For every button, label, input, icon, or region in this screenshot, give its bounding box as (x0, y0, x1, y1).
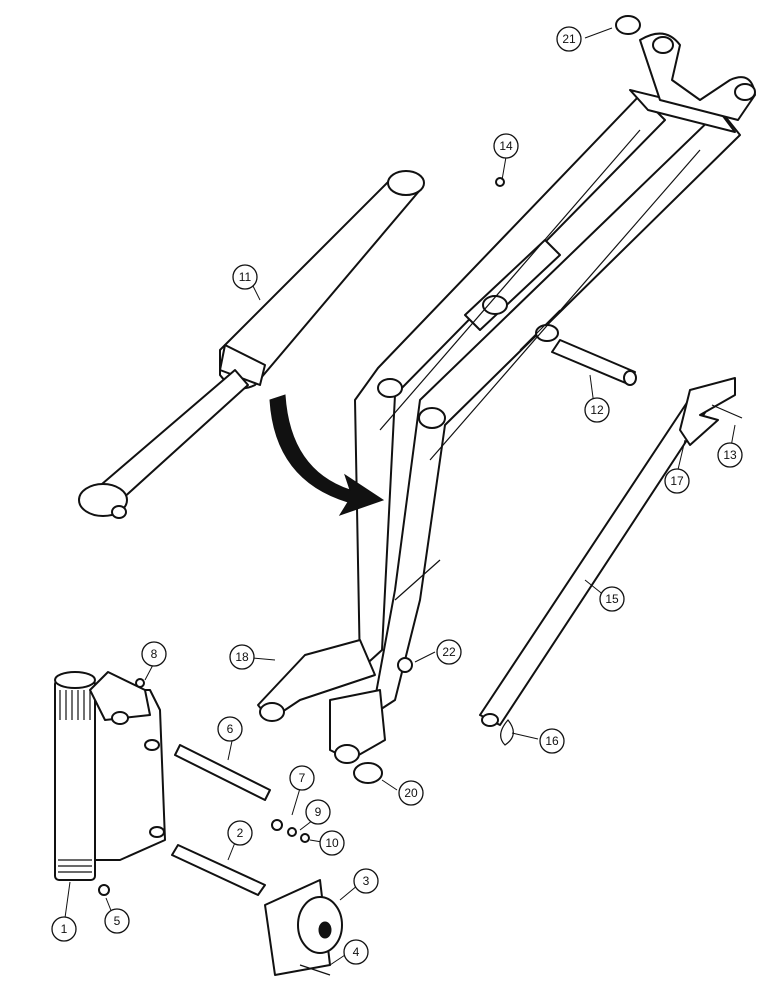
svg-text:16: 16 (545, 734, 559, 748)
svg-text:10: 10 (325, 836, 339, 850)
callout-11: 11 (232, 264, 258, 290)
callout-7: 7 (289, 765, 315, 791)
link-rod-15 (479, 394, 711, 726)
callout-2: 2 (227, 820, 253, 846)
install-arrow (269, 394, 385, 516)
callout-3: 3 (353, 868, 379, 894)
svg-text:12: 12 (590, 403, 604, 417)
callout-6: 6 (217, 716, 243, 742)
callout-18: 18 (229, 644, 255, 670)
callout-13: 13 (717, 442, 743, 468)
retainer-3 (264, 879, 343, 976)
fitting-14 (495, 177, 505, 187)
callout-5: 5 (104, 908, 130, 934)
bushing-21 (615, 15, 641, 35)
washer-9 (287, 827, 297, 837)
svg-text:2: 2 (237, 826, 244, 840)
callout-12: 12 (584, 397, 610, 423)
svg-text:13: 13 (723, 448, 737, 462)
boom-arm-assembly (257, 32, 756, 764)
bolt-13 (711, 404, 743, 419)
svg-text:20: 20 (404, 786, 418, 800)
pin-12 (551, 339, 636, 385)
clip-16 (500, 719, 514, 746)
callout-8: 8 (141, 641, 167, 667)
svg-text:22: 22 (442, 645, 456, 659)
callout-17: 17 (664, 468, 690, 494)
svg-text:8: 8 (151, 647, 158, 661)
svg-text:4: 4 (353, 945, 360, 959)
callout-22: 22 (436, 639, 462, 665)
callout-4: 4 (343, 939, 369, 965)
bolt-8 (135, 678, 145, 688)
svg-text:7: 7 (299, 771, 306, 785)
svg-text:17: 17 (670, 474, 684, 488)
fitting-5 (98, 884, 110, 896)
callout-14: 14 (493, 133, 519, 159)
bolt-7 (271, 819, 283, 831)
callout-21: 21 (556, 26, 582, 52)
hydraulic-cylinder (78, 170, 425, 519)
callout-15: 15 (599, 586, 625, 612)
callout-9: 9 (305, 799, 331, 825)
callout-10: 10 (319, 830, 345, 856)
pin-2 (171, 844, 266, 896)
bushing-20 (353, 762, 383, 784)
pivot-post (54, 671, 166, 881)
svg-text:9: 9 (315, 805, 322, 819)
bolt-4 (299, 964, 331, 976)
callout-16: 16 (539, 728, 565, 754)
svg-text:15: 15 (605, 592, 619, 606)
leader-lines (63, 27, 736, 966)
svg-text:6: 6 (227, 722, 234, 736)
callout-1: 1 (51, 916, 77, 942)
bracket-17 (679, 377, 736, 446)
svg-text:3: 3 (363, 874, 370, 888)
svg-text:21: 21 (562, 32, 576, 46)
callout-20: 20 (398, 780, 424, 806)
pin-6 (174, 744, 271, 801)
svg-text:1: 1 (61, 922, 68, 936)
svg-text:14: 14 (499, 139, 513, 153)
svg-text:11: 11 (239, 270, 252, 284)
nut-10 (300, 833, 310, 843)
svg-text:18: 18 (235, 650, 249, 664)
pin-22 (397, 657, 413, 673)
svg-text:5: 5 (114, 914, 121, 928)
